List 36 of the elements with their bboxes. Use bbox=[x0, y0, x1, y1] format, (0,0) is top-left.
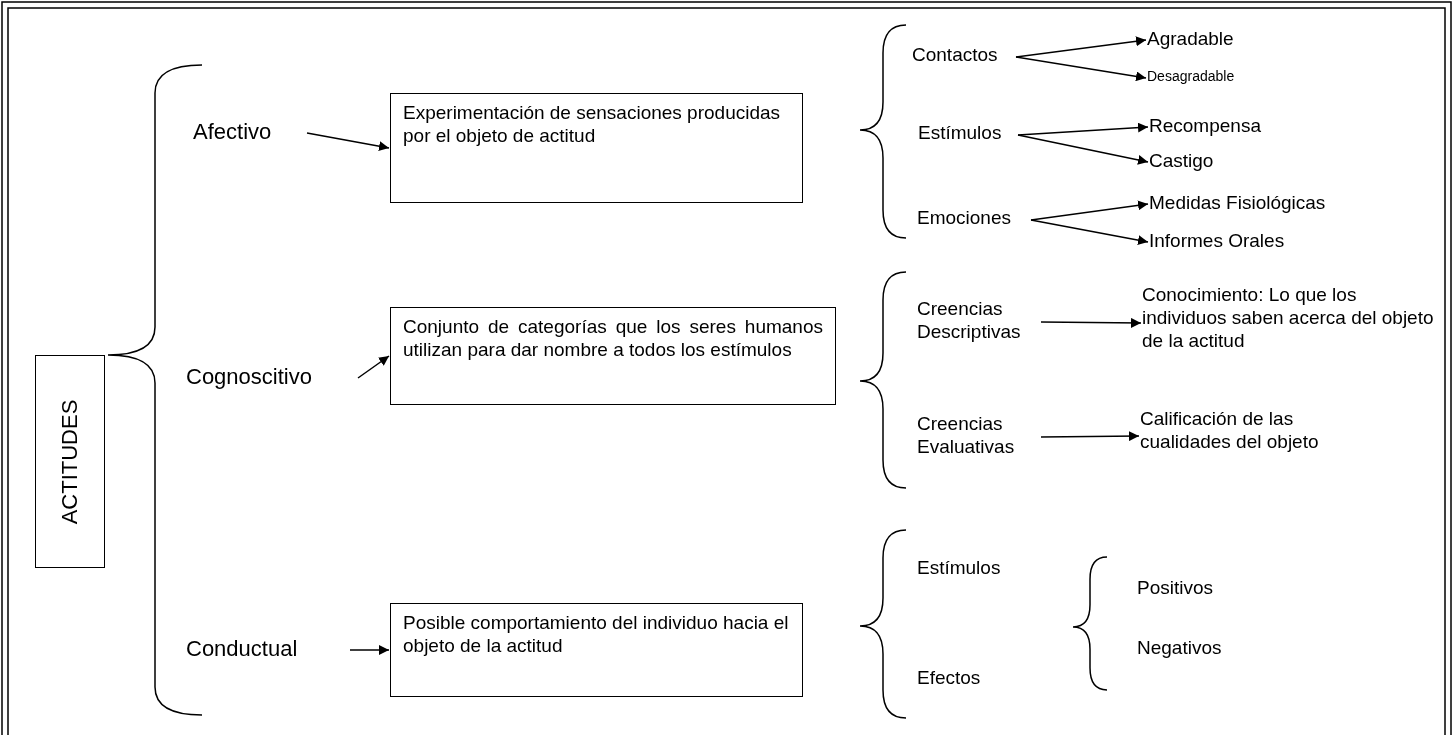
node-label: Recompensa bbox=[1149, 115, 1269, 139]
text-box: Posible comportamiento del individuo hacia el objeto de la actitud bbox=[390, 603, 803, 697]
arrow bbox=[357, 355, 390, 379]
node-label: Agradable bbox=[1147, 28, 1247, 52]
term-label: Positivos bbox=[1137, 577, 1214, 600]
node-label: Afectivo bbox=[193, 119, 303, 147]
arrow bbox=[1015, 56, 1147, 82]
term-label: Estímulos bbox=[917, 557, 1001, 580]
arrow bbox=[1015, 36, 1147, 58]
arrow bbox=[1017, 134, 1149, 165]
node-label: Conocimiento: Lo que los individuos saben acerca del objeto de la actitud bbox=[1142, 284, 1442, 362]
node-label: Emociones bbox=[917, 207, 1027, 233]
node-label: Medidas Fisiológicas bbox=[1149, 192, 1349, 216]
node-label: Creencias Descriptivas bbox=[917, 298, 1037, 346]
node-label: Castigo bbox=[1149, 150, 1229, 174]
arrow bbox=[349, 645, 390, 655]
node-label: Calificación de las cualidades del objeto bbox=[1140, 408, 1360, 464]
node-label: Estímulos bbox=[918, 122, 1014, 148]
arrow bbox=[1040, 317, 1142, 328]
node-label: Conductual bbox=[186, 636, 346, 664]
node-label: Cognoscitivo bbox=[186, 364, 354, 392]
vertical-title: ACTITUDES bbox=[56, 399, 83, 524]
term-label: Negativos bbox=[1137, 637, 1222, 660]
arrow bbox=[1030, 200, 1149, 221]
node-label: Informes Orales bbox=[1149, 230, 1309, 254]
node-label: Contactos bbox=[912, 44, 1012, 70]
text-box: Conjunto de categorías que los seres humanos utilizan para dar nombre a todos los estímulos bbox=[390, 307, 836, 405]
node-label: Creencias Evaluativas bbox=[917, 413, 1037, 461]
arrow bbox=[306, 132, 390, 152]
text-box bbox=[35, 355, 105, 568]
arrow bbox=[1030, 219, 1149, 246]
arrow bbox=[1040, 431, 1140, 442]
term-label: Efectos bbox=[917, 667, 981, 690]
arrow bbox=[1017, 122, 1149, 136]
text-box: Experimentación de sensaciones producidas por el objeto de actitud bbox=[390, 93, 803, 203]
node-label: Desagradable bbox=[1147, 68, 1257, 88]
